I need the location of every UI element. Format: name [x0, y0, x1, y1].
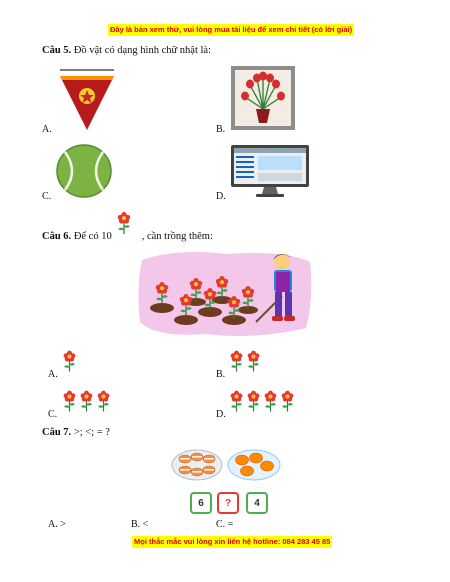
computer-monitor-image: [231, 145, 309, 197]
question-6-text-before: Để có 10: [71, 231, 112, 242]
q7-option-a[interactable]: A. >: [48, 519, 66, 530]
question-6: Câu 6. Để có 10 , cần trồng thêm:: [42, 231, 213, 242]
question-7-text: >; <; = ?: [71, 427, 110, 438]
left-number-box: 6: [190, 492, 212, 514]
flower-icon: [62, 389, 77, 413]
flower-painting-image: [231, 66, 295, 130]
garden-scene-image: [138, 252, 312, 336]
q7-option-b[interactable]: B. <: [131, 519, 149, 530]
q6-option-d-flowers: [229, 389, 295, 413]
q7-option-c[interactable]: C. =: [216, 519, 234, 530]
q5-option-a-label[interactable]: A.: [42, 124, 52, 135]
question-5-number: Câu 5.: [42, 45, 72, 56]
q6-option-d-label[interactable]: D.: [216, 409, 226, 420]
question-5: Câu 5. Đồ vật có dạng hình chữ nhật là:: [42, 45, 211, 56]
q5-option-b-label[interactable]: B.: [216, 124, 226, 135]
flower-icon: [246, 349, 261, 373]
q5-option-c-label[interactable]: C.: [42, 191, 52, 202]
hotline-banner: Mọi thắc mắc vui lòng xin liên hệ hotlin…: [132, 536, 333, 548]
flower-icon: [246, 389, 261, 413]
preview-banner: Đây là bản xem thử, vui lòng mua tài liệ…: [108, 24, 355, 36]
plate-of-oranges-image: [227, 449, 281, 481]
q6-option-b-label[interactable]: B.: [216, 369, 226, 380]
flower-icon: [62, 349, 77, 373]
question-7: Câu 7. >; <; = ?: [42, 427, 110, 438]
tennis-ball-image: [56, 144, 112, 198]
q6-option-c-flowers: [62, 389, 111, 413]
flower-icon: [229, 389, 244, 413]
right-number-box: 4: [246, 492, 268, 514]
flower-icon: [79, 389, 94, 413]
comparison-answer-box[interactable]: ?: [217, 492, 239, 514]
question-5-text: Đồ vật có dạng hình chữ nhật là:: [71, 45, 212, 56]
q6-option-c-label[interactable]: C.: [48, 409, 58, 420]
pennant-image: [60, 69, 114, 130]
q6-option-b-flowers: [229, 349, 261, 373]
q5-option-d-label[interactable]: D.: [216, 191, 226, 202]
flower-icon: [116, 210, 132, 236]
question-6-text-after: , cần trồng thêm:: [141, 231, 213, 242]
flower-icon: [263, 389, 278, 413]
flower-icon: [229, 349, 244, 373]
plate-of-cakes-image: [171, 449, 223, 481]
question-6-number: Câu 6.: [42, 231, 72, 242]
flower-icon: [280, 389, 295, 413]
q6-option-a-flowers: [62, 349, 77, 373]
flower-icon: [96, 389, 111, 413]
question-7-number: Câu 7.: [42, 427, 72, 438]
q6-option-a-label[interactable]: A.: [48, 369, 58, 380]
